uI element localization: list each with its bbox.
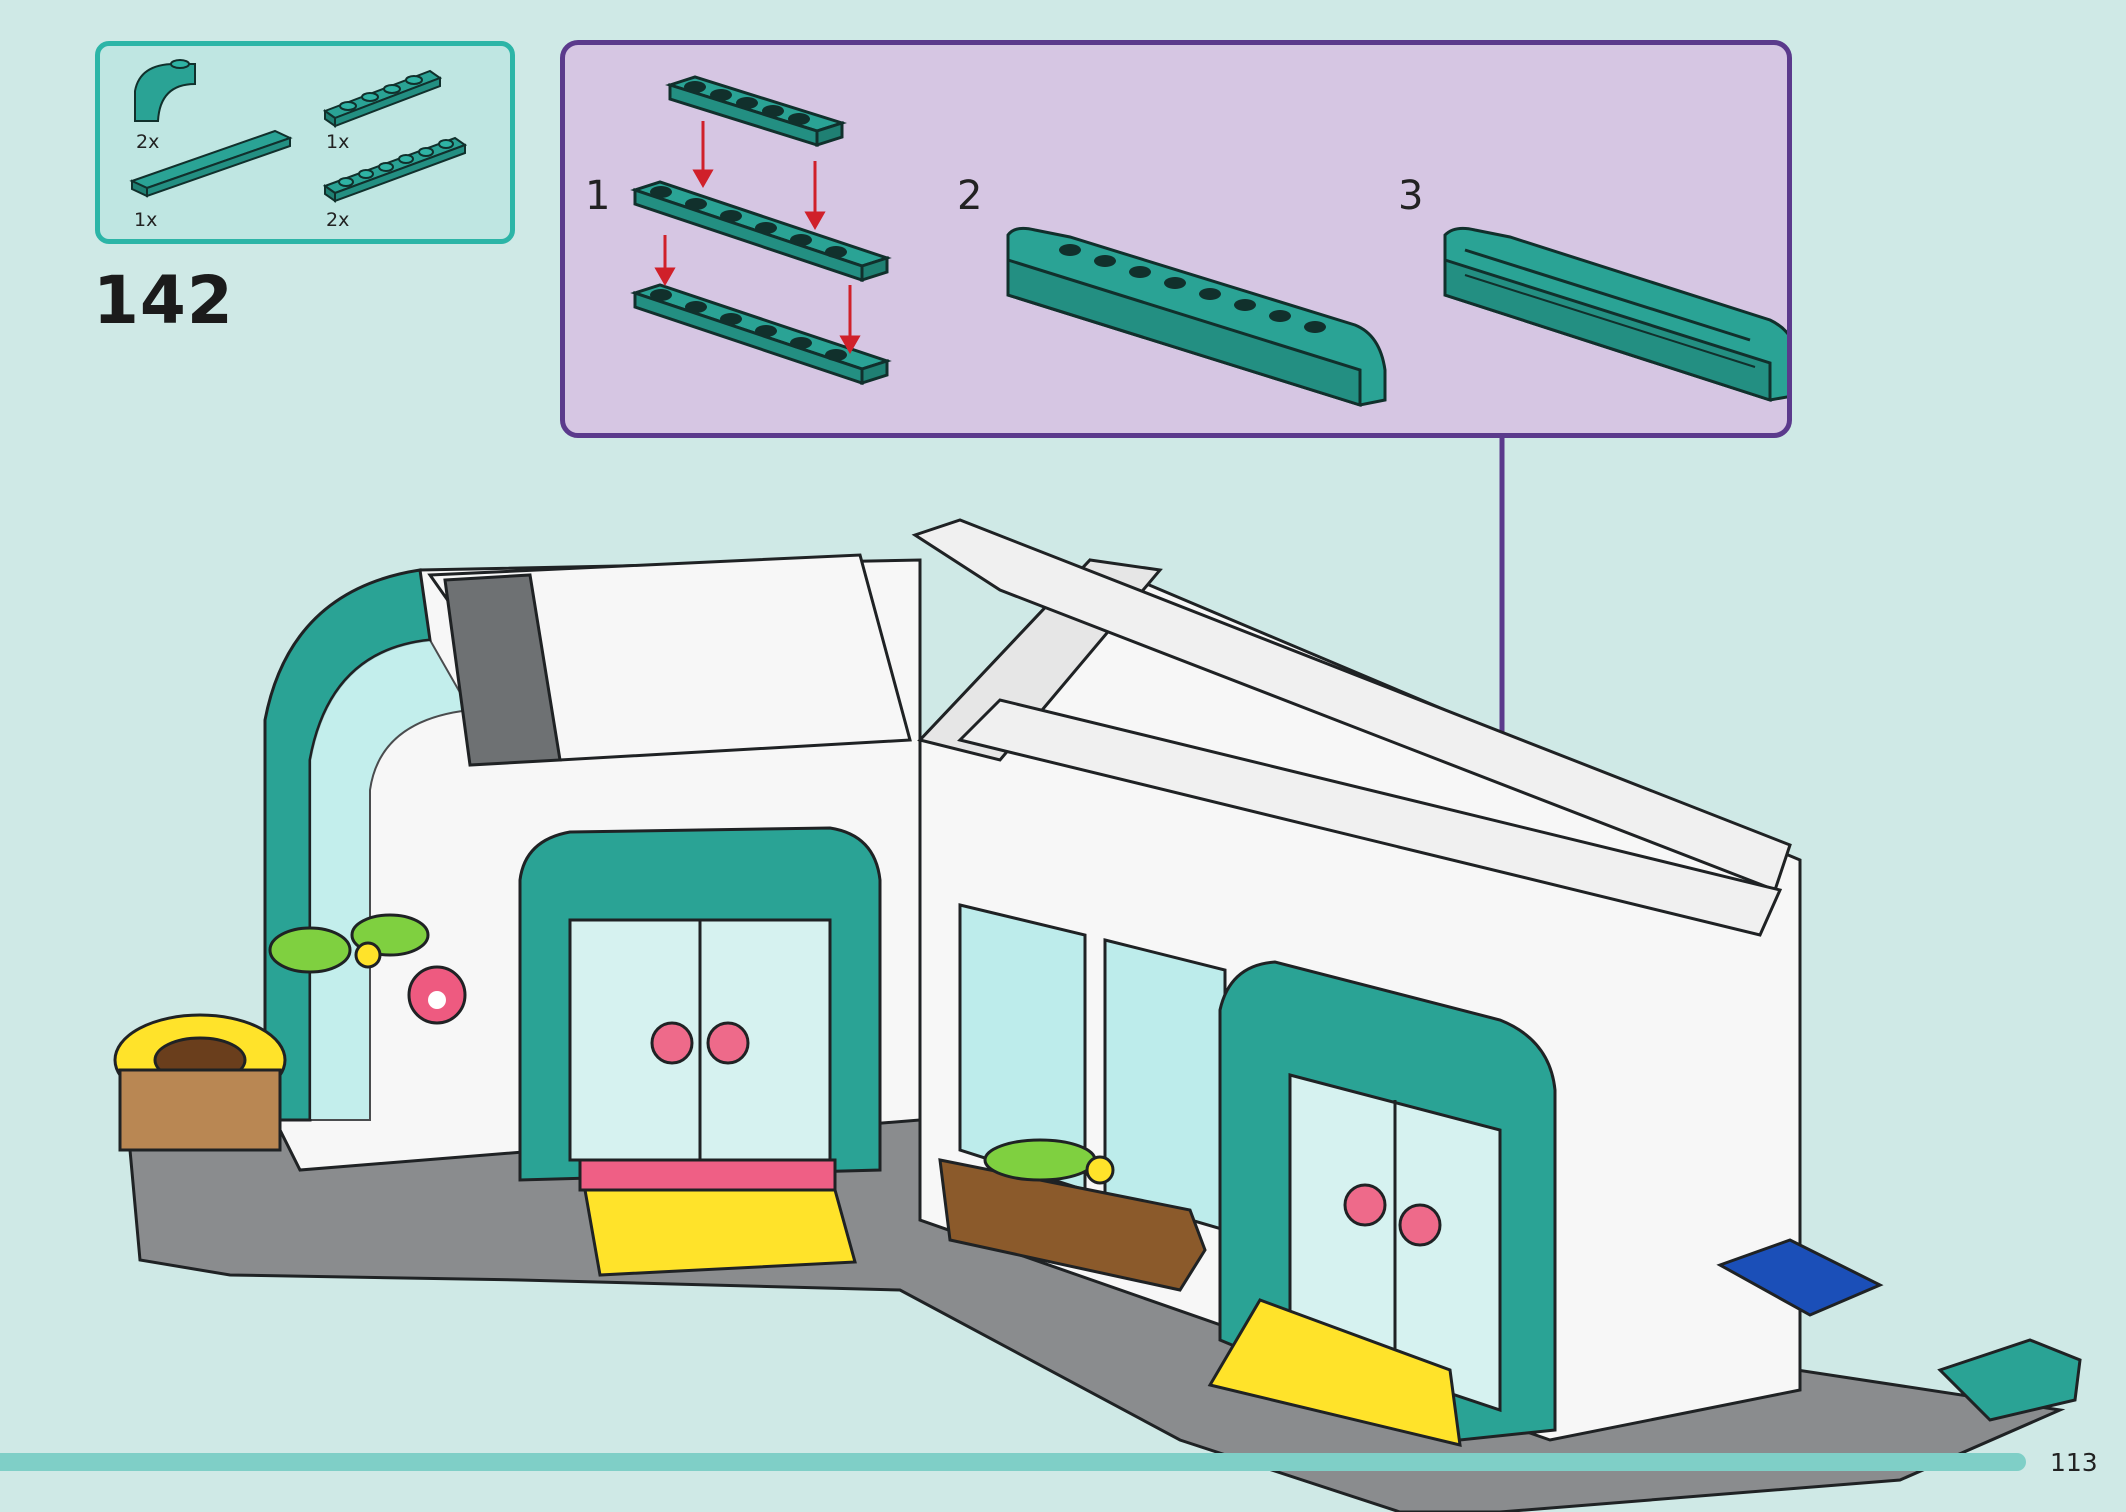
parts-callout: 2x 1x 1x 2x [95, 41, 515, 244]
substep-number: 2 [957, 173, 983, 219]
left-door-steps [583, 1188, 857, 1277]
subassembly-drawing [630, 75, 1787, 408]
step-number: 142 [93, 262, 234, 339]
part-qty: 2x [326, 209, 350, 231]
substep-number: 1 [585, 173, 611, 219]
plate-1x4-icon [322, 69, 443, 128]
planter-box [938, 1158, 1207, 1292]
door-handle-icon [1398, 1203, 1442, 1247]
tile-long-icon [129, 129, 293, 198]
substep-3-drawing [1443, 226, 1787, 403]
plant-icon [268, 913, 430, 974]
blue-plate [1716, 1238, 1884, 1317]
page-number: 113 [2050, 1448, 2098, 1477]
substep-1-drawing [630, 75, 892, 386]
arrow-icon [654, 121, 861, 355]
parts-drawing [129, 59, 468, 203]
roof-frame [911, 518, 1792, 892]
part-qty: 2x [136, 131, 160, 153]
door-handle-icon [650, 1021, 694, 1065]
right-door-steps [1207, 1298, 1462, 1447]
part-qty: 1x [134, 209, 158, 231]
plate-1x6-icon [322, 136, 468, 203]
substep-2-drawing [1006, 226, 1387, 408]
substep-number: 3 [1398, 173, 1424, 219]
door-handle-icon [1343, 1183, 1387, 1227]
part-qty: 1x [326, 131, 350, 153]
curved-brick-icon [134, 59, 196, 122]
window [1103, 938, 1227, 1232]
door-handle-icon [706, 1021, 750, 1065]
subassembly-callout: 1 2 3 [560, 40, 1792, 438]
page-footer-bar [0, 1453, 2026, 1471]
glass-panel [309, 638, 472, 1121]
